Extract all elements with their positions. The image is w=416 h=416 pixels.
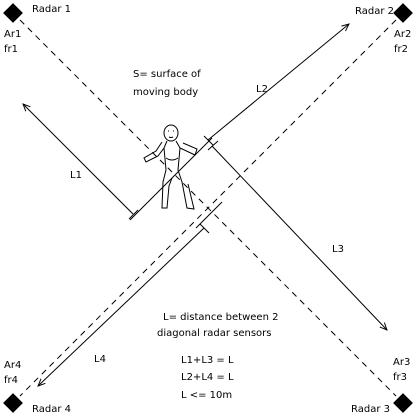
l4-label: L4 xyxy=(94,354,106,365)
diagonal-radar2-radar4 xyxy=(19,19,397,397)
radar-3-sensor xyxy=(393,393,413,413)
l1-tick xyxy=(128,209,139,220)
equation-3: L <= 10m xyxy=(181,390,232,401)
radar-1-ar: Ar1 xyxy=(4,29,21,40)
definition-line-1: L= distance between 2 xyxy=(163,312,278,323)
radar-4-fr: fr4 xyxy=(4,375,18,386)
radar-3-fr: fr3 xyxy=(393,372,407,383)
l3-tick xyxy=(207,140,219,151)
radar-3-label: Radar 3 xyxy=(351,404,390,415)
radar-4-sensor xyxy=(3,393,23,413)
radar-2-ar: Ar2 xyxy=(394,29,411,40)
radar-2-fr: fr2 xyxy=(394,44,408,55)
l2-arrow xyxy=(207,24,349,141)
surface-line-left xyxy=(129,137,213,221)
radar-1-label: Radar 1 xyxy=(32,4,71,15)
surface-caption-line-1: S= surface of xyxy=(133,69,201,80)
definition-line-2: diagonal radar sensors xyxy=(157,328,272,339)
equation-1: L1+L3 = L xyxy=(181,355,234,366)
radar-3-ar: Ar3 xyxy=(393,357,410,368)
l1-arrow xyxy=(23,104,134,215)
radar-4-ar: Ar4 xyxy=(4,360,21,371)
l2-label: L2 xyxy=(256,84,268,95)
l4-tick xyxy=(199,223,210,234)
l4-arrow xyxy=(38,227,205,386)
l3-label: L3 xyxy=(332,244,344,255)
radar-4-label: Radar 4 xyxy=(32,404,71,415)
equation-2: L2+L4 = L xyxy=(181,372,234,383)
l3-arrow xyxy=(211,145,387,330)
person-figure xyxy=(143,124,198,210)
radar-1-sensor xyxy=(3,3,23,23)
surface-caption-line-2: moving body xyxy=(133,87,198,98)
radar-1-fr: fr1 xyxy=(4,44,18,55)
l2-tick xyxy=(203,135,214,146)
l1-label: L1 xyxy=(70,170,82,181)
radar-2-label: Radar 2 xyxy=(355,6,394,17)
radar-2-sensor xyxy=(393,3,413,23)
